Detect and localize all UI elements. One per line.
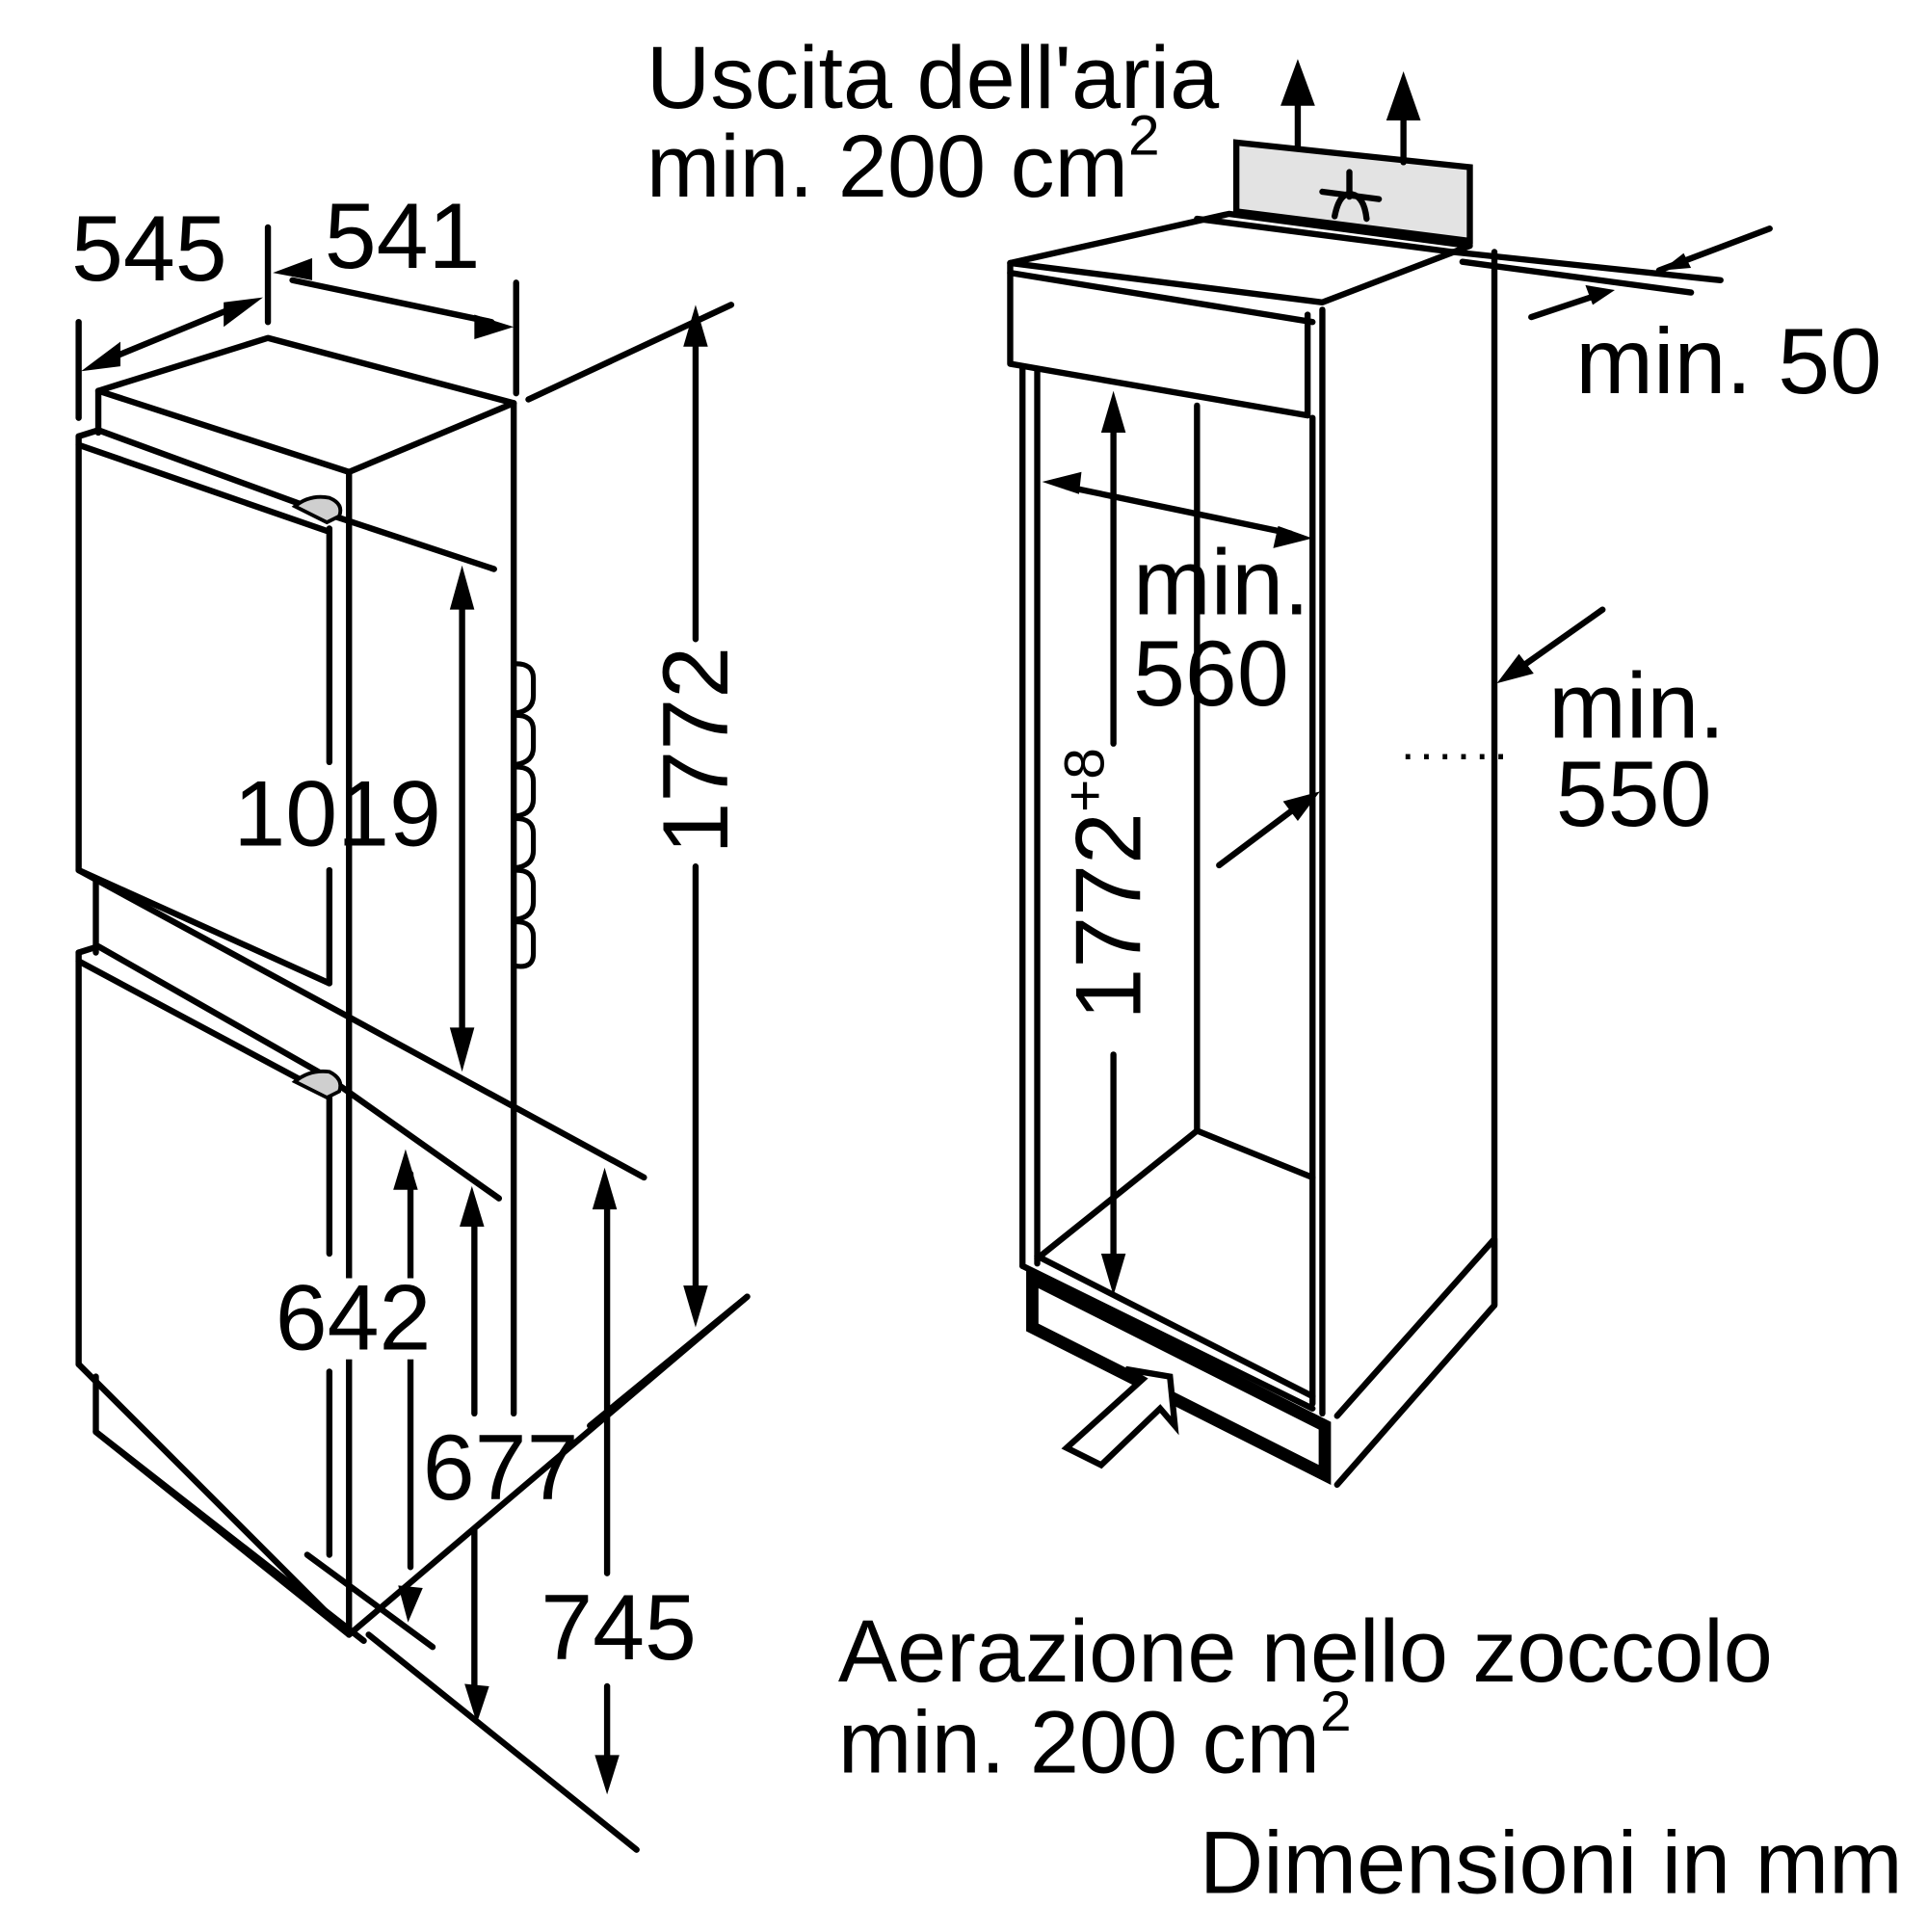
- arrow-up-icon: [1280, 59, 1421, 166]
- side-hinges: [514, 661, 537, 969]
- niche-plinth: [1026, 1268, 1332, 1485]
- min-550-line2: 550: [1556, 741, 1712, 846]
- dim-677: 677: [423, 1185, 579, 1724]
- plinth-vent-title: Aerazione nello zoccolo: [838, 1602, 1773, 1701]
- mid-extension-line: [75, 866, 647, 1181]
- dim-541: 541: [273, 183, 515, 340]
- dim-545: 545: [71, 196, 263, 372]
- floor-line: [365, 1631, 640, 1853]
- niche-top-front: [1007, 259, 1311, 419]
- niche-floor-front: [1019, 1262, 1316, 1412]
- min-550-line1: min.: [1548, 652, 1725, 757]
- niche-height-label: 1772+8: [1053, 748, 1160, 1020]
- upper-door-top: [75, 427, 330, 517]
- niche-floor-front-inner: [1034, 1253, 1316, 1400]
- dim-745: 745: [541, 1167, 697, 1795]
- units-note: Dimensioni in mm: [1200, 1813, 1903, 1912]
- min-560-line2: 560: [1133, 621, 1289, 726]
- fan-vent-icon: [1319, 169, 1383, 223]
- dim-1772: 1772: [643, 304, 748, 1328]
- grille-base: [1194, 215, 1456, 255]
- dim-1019-label: 1019: [233, 761, 441, 866]
- dim-545-label: 545: [71, 196, 227, 301]
- upper-extension-line: [324, 510, 497, 572]
- lower-door-top: [75, 942, 330, 1080]
- dim-1772-niche: 1772+8: [1053, 390, 1161, 1296]
- min-560-line1: min.: [1133, 530, 1309, 635]
- min-50-label: min. 50: [1575, 308, 1882, 413]
- dim-541-label: 541: [325, 183, 481, 288]
- niche-top-inner: [1007, 269, 1316, 326]
- niche-top: [1007, 210, 1473, 305]
- upper-handle: [291, 494, 343, 525]
- dim-677-label: 677: [423, 1415, 579, 1520]
- air-outlet-title: Uscita dell'aria: [647, 29, 1220, 127]
- lower-handle: [291, 1069, 343, 1100]
- niche-floor-back: [1034, 1127, 1316, 1262]
- foot-line: [304, 1551, 436, 1651]
- hollow-arrow-icon: [1061, 1365, 1179, 1469]
- plinth-edge: [92, 1428, 367, 1644]
- ext-1772-bottom: [587, 1293, 751, 1429]
- dim-1772-label: 1772: [643, 647, 748, 855]
- upper-door-top-inner: [75, 441, 330, 535]
- air-outlet-area: min. 200 cm2: [647, 105, 1160, 216]
- dim-642: 642: [273, 1149, 432, 1623]
- dim-642-label: 642: [276, 1265, 432, 1370]
- dim-min-560: min. 560: [1042, 471, 1313, 726]
- appliance-drawing: 545 541 1772 1019: [71, 183, 751, 1853]
- ext-1772-top: [525, 302, 735, 403]
- lower-extension-line: [324, 1073, 503, 1202]
- annotation-plinth-vent: Aerazione nello zoccolo min. 200 cm2: [838, 1602, 1773, 1791]
- dim-min-50: min. 50: [1449, 225, 1882, 413]
- dim-min-550: ...... min. 550: [1216, 606, 1725, 869]
- dim-745-label: 745: [541, 1575, 697, 1680]
- annotation-air-outlet: Uscita dell'aria min. 200 cm2: [647, 29, 1220, 216]
- leader-dots: ......: [1401, 715, 1513, 770]
- lower-door-top-inner: [75, 958, 330, 1098]
- dim-1019: 1019: [233, 565, 475, 1072]
- niche-plinth-side: [1333, 1235, 1498, 1489]
- niche-drawing: min. 50 min. 560 1772+8: [1007, 59, 1882, 1489]
- dim-642-bg: [273, 1278, 431, 1360]
- plinth-vent-area: min. 200 cm2: [838, 1681, 1352, 1791]
- bottom-edge: [75, 1361, 353, 1638]
